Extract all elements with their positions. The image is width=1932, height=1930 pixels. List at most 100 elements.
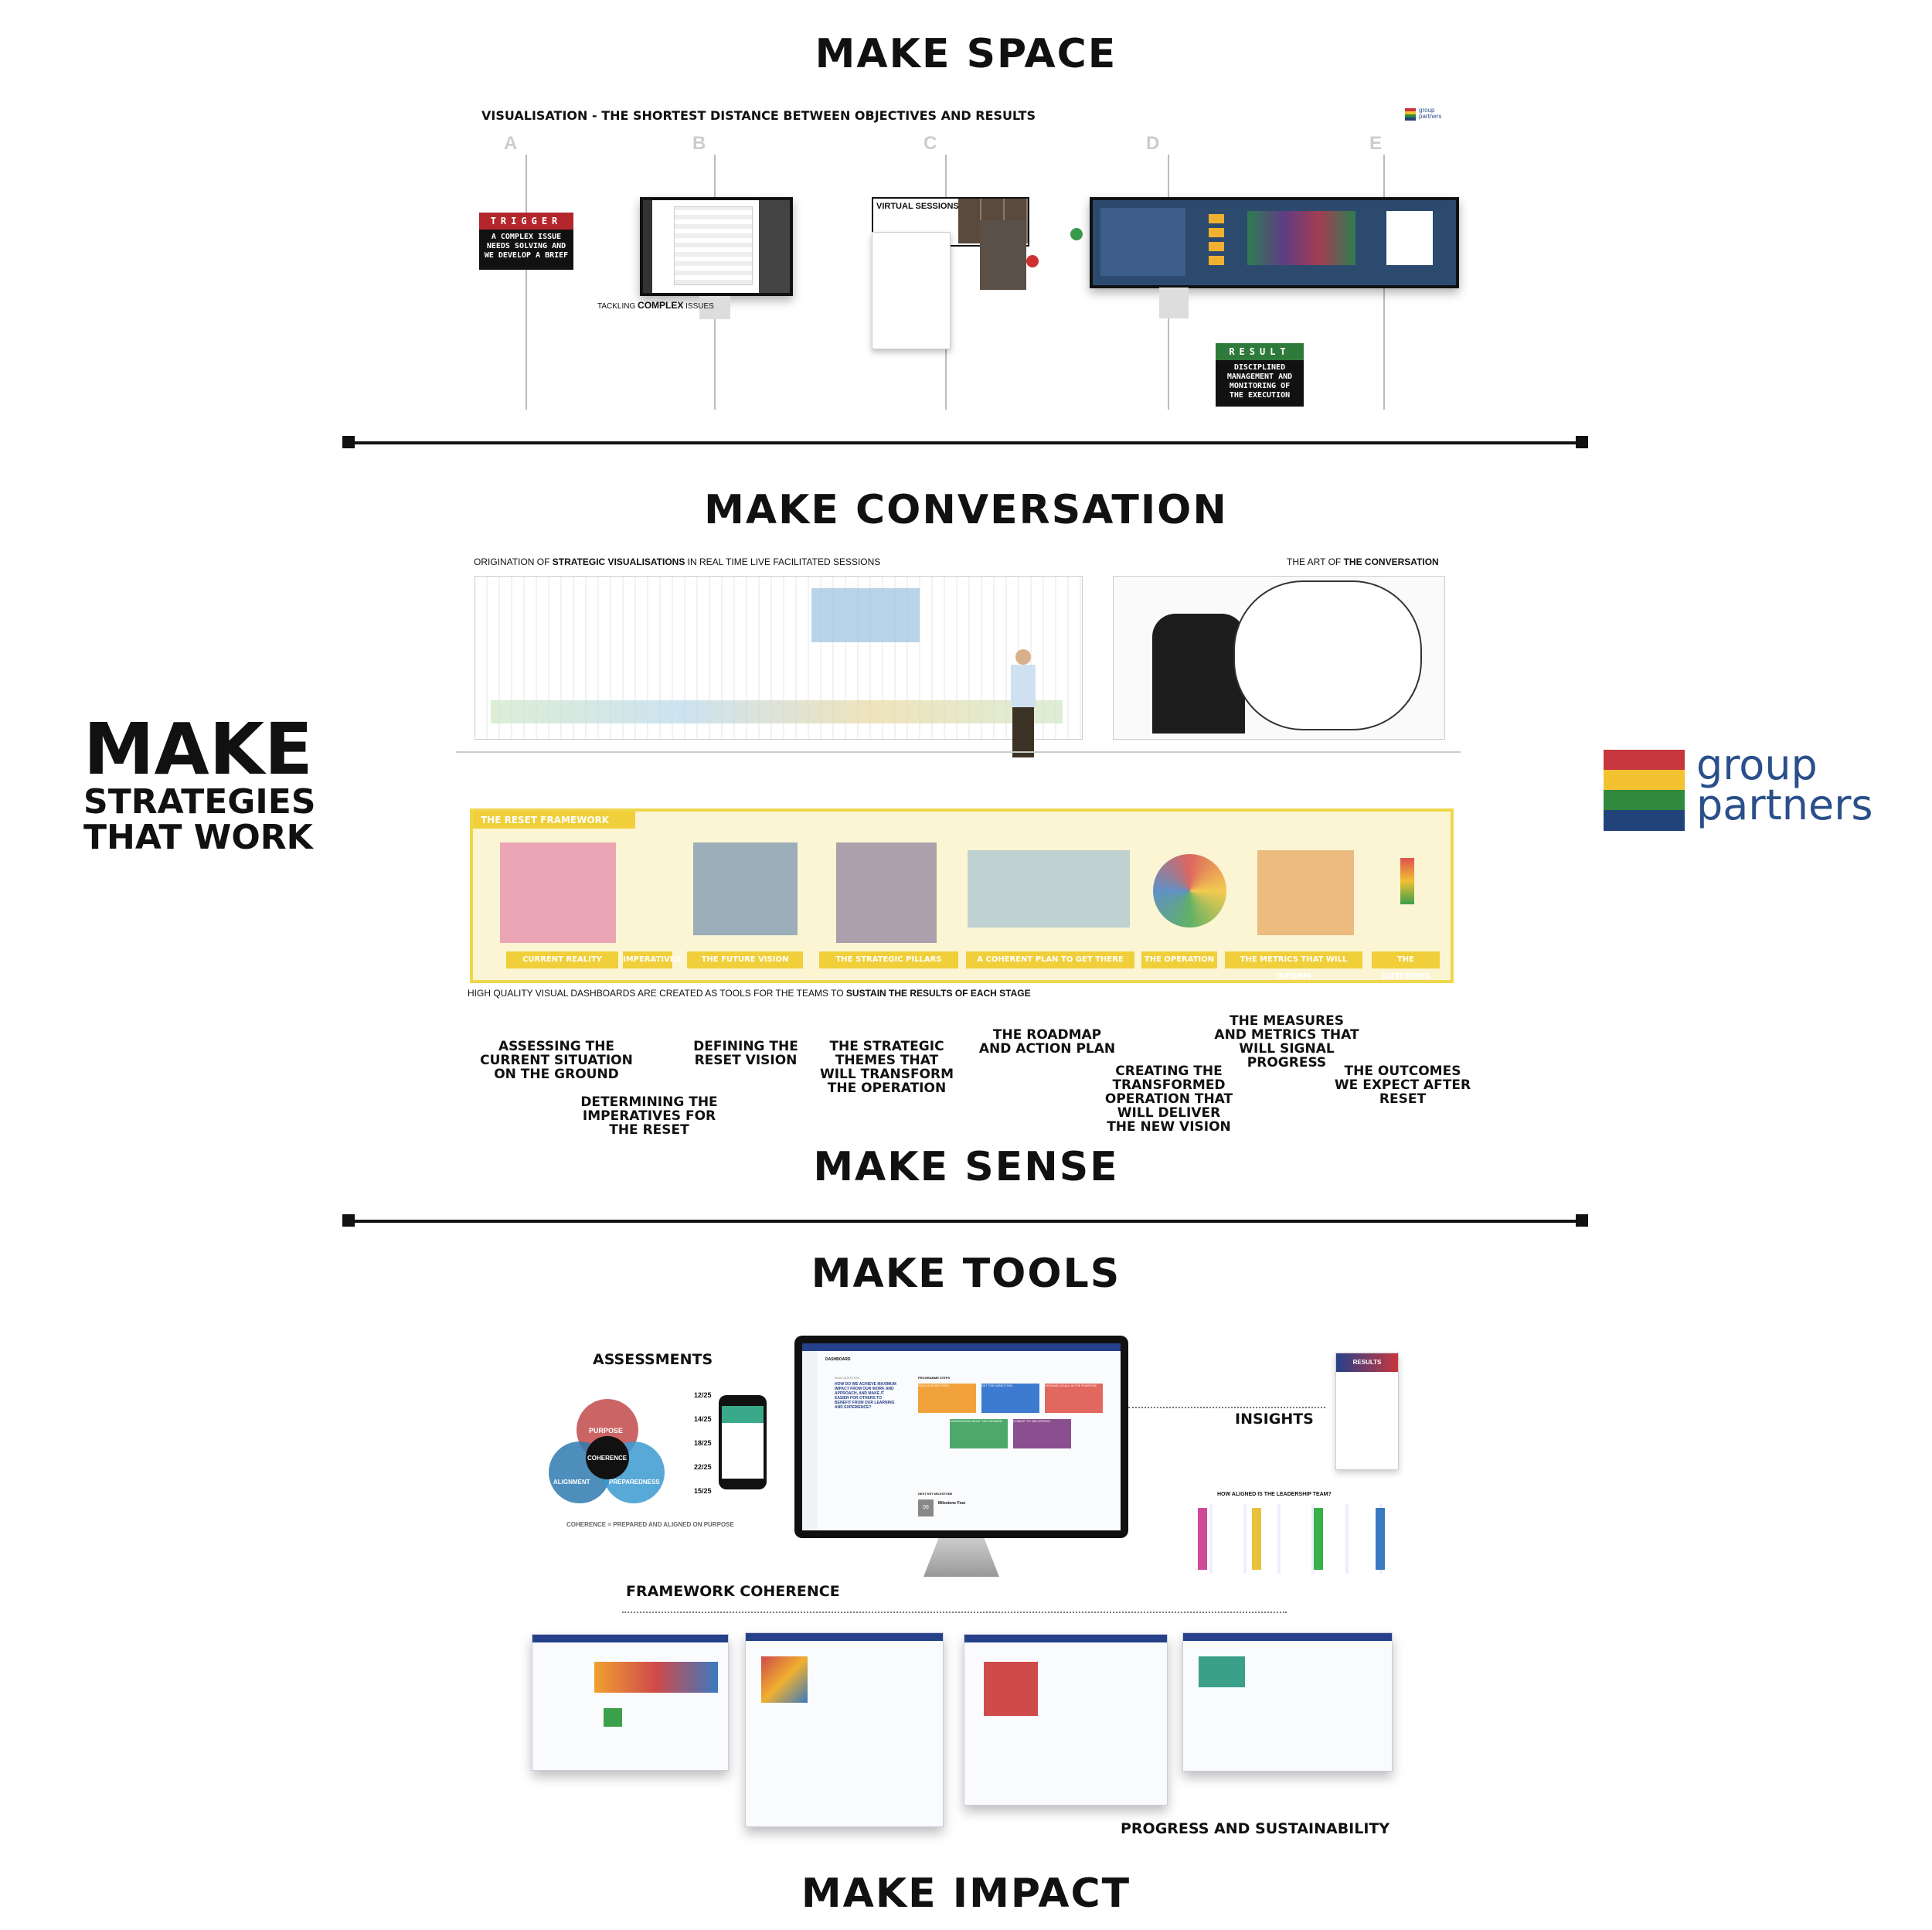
tackling-label: TACKLING COMPLEX ISSUES	[597, 300, 714, 311]
venn-coherence: COHERENCE	[587, 1455, 628, 1462]
dashboard-steps-label: PROGRAMME STEPS	[918, 1376, 951, 1380]
origination-caption: ORIGINATION OF STRATEGIC VISUALISATIONS …	[474, 557, 881, 567]
col-letter-d: D	[1146, 133, 1160, 154]
stage-strategic-pillars: THE STRATEGIC PILLARS	[819, 951, 958, 968]
sense-label-current-situation: ASSESSING THE CURRENT SITUATION ON THE G…	[480, 1039, 633, 1082]
reset-framework-title: THE RESET FRAMEWORK	[473, 812, 635, 829]
trigger-band: TRIGGER	[479, 213, 573, 230]
score-3: 18/25	[694, 1439, 712, 1447]
assessment-phone	[719, 1395, 767, 1489]
leadership-cards	[1179, 1504, 1403, 1574]
results-report-title: RESULTS	[1336, 1353, 1398, 1372]
venn-alignment: ALIGNMENT	[553, 1479, 590, 1486]
col-letter-e: E	[1369, 133, 1383, 154]
dashboard-question: HOW DO WE ACHIEVE MAXIMUM IMPACT FROM OU…	[835, 1382, 896, 1410]
results-report: RESULTS	[1335, 1353, 1399, 1470]
result-box: RESULT DISCIPLINED MANAGEMENT AND MONITO…	[1216, 343, 1304, 407]
art-caption: THE ART OF THE CONVERSATION	[1287, 557, 1439, 567]
trigger-box: TRIGGER A COMPLEX ISSUE NEEDS SOLVING AN…	[479, 213, 573, 270]
framework-coherence-label: FRAMEWORK COHERENCE	[626, 1583, 840, 1600]
sense-label-reset-vision: DEFINING THE RESET VISION	[693, 1039, 798, 1068]
coherence-connector	[622, 1612, 1287, 1613]
milestone-label: NEXT KEY MILESTONE	[918, 1492, 953, 1496]
venn-preparedness: PREPAREDNESS	[609, 1479, 660, 1486]
stage-operation: THE OPERATION	[1141, 951, 1217, 968]
divider-top	[342, 436, 1588, 448]
card-set-direction[interactable]: SET THE DIRECTION	[981, 1384, 1039, 1413]
card-reach-objectives[interactable]: REACH OBJECTIVES	[918, 1384, 976, 1413]
card-understand[interactable]: UNDERSTAND WHAT THE REWARD	[950, 1419, 1008, 1448]
logo-line1: group	[1696, 740, 1818, 789]
fail-icon	[1026, 255, 1039, 267]
score-4: 22/25	[694, 1463, 712, 1471]
connector-line	[456, 751, 1461, 753]
monitor-b-stand	[699, 296, 730, 319]
card-ground-purpose[interactable]: GROUND US ALL IN THE PURPOSE	[1045, 1384, 1103, 1413]
small-logo-line2: partners	[1419, 113, 1442, 120]
leadership-question: HOW ALIGNED IS THE LEADERSHIP TEAM?	[1217, 1492, 1332, 1497]
score-5: 15/25	[694, 1487, 712, 1495]
virtual-sessions-label: VIRTUAL SESSIONS	[876, 202, 959, 211]
stage-current-reality: CURRENT REALITY	[506, 951, 618, 968]
dashboards-caption: HIGH QUALITY VISUAL DASHBOARDS ARE CREAT…	[468, 988, 1031, 999]
monitor-b	[640, 197, 793, 296]
dashboard-title: DASHBOARD	[825, 1357, 851, 1362]
coherence-venn: PURPOSE COHERENCE ALIGNMENT PREPAREDNESS	[549, 1399, 665, 1515]
milestone-number: 06	[918, 1499, 934, 1516]
small-logo-line1: group	[1419, 107, 1435, 114]
stage-future-vision: THE FUTURE VISION	[687, 951, 803, 968]
group-partners-logo: group partners	[1604, 744, 1889, 831]
virtual-sessions-document	[872, 232, 951, 349]
col-letter-b: B	[692, 133, 706, 154]
insights-label: INSIGHTS	[1235, 1411, 1314, 1428]
ui-screen-3	[964, 1634, 1168, 1806]
monitor-d	[1090, 197, 1459, 288]
sense-label-imperatives: DETERMINING THE IMPERATIVES FOR THE RESE…	[580, 1094, 718, 1138]
sense-label-strategic-themes: THE STRATEGIC THEMES THAT WILL TRANSFORM…	[819, 1039, 954, 1096]
art-of-conversation-photo	[1113, 576, 1445, 740]
logo-line2: partners	[1696, 781, 1873, 829]
dashboard-monitor: DASHBOARD MAIN QUESTION HOW DO WE ACHIEV…	[794, 1336, 1128, 1538]
side-title: MAKE STRATEGIES THAT WORK	[83, 708, 331, 856]
heading-make-tools: MAKE TOOLS	[811, 1251, 1121, 1297]
heading-make-sense: MAKE SENSE	[813, 1144, 1119, 1190]
side-title-line1: STRATEGIES	[83, 782, 316, 822]
side-title-big: MAKE	[83, 708, 313, 791]
milestone-title: Milestone Four	[938, 1501, 966, 1506]
card-commit[interactable]: COMMIT TO DELIVERING	[1013, 1419, 1071, 1448]
heading-make-space: MAKE SPACE	[815, 31, 1117, 77]
sense-label-roadmap: THE ROADMAP AND ACTION PLAN	[978, 1027, 1116, 1057]
success-icon	[1070, 228, 1083, 240]
dashboard-question-label: MAIN QUESTION	[835, 1376, 860, 1380]
sense-label-measures: THE MEASURES AND METRICS THAT WILL SIGNA…	[1214, 1013, 1359, 1071]
presenter-figure	[1005, 649, 1042, 761]
progress-label: PROGRESS AND SUSTAINABILITY	[1121, 1820, 1390, 1837]
result-band: RESULT	[1216, 343, 1304, 360]
divider-bottom	[342, 1214, 1588, 1227]
trigger-text: A COMPLEX ISSUE NEEDS SOLVING AND WE DEV…	[484, 233, 569, 260]
score-1: 12/25	[694, 1391, 712, 1399]
score-2: 14/25	[694, 1415, 712, 1423]
session-video-grid	[980, 220, 1026, 290]
stage-outcomes: THE OUTCOMES	[1372, 951, 1440, 981]
monitor-stand	[923, 1538, 999, 1577]
logo-mark	[1604, 750, 1685, 831]
venn-caption: COHERENCE = PREPARED AND ALIGNED ON PURP…	[566, 1521, 734, 1528]
sense-label-outcomes: THE OUTCOMES WE EXPECT AFTER RESET	[1334, 1064, 1471, 1107]
assessments-label: ASSESSMENTS	[593, 1351, 713, 1368]
monitor-d-stand	[1159, 288, 1189, 318]
venn-purpose: PURPOSE	[589, 1427, 624, 1435]
ui-screen-2	[745, 1632, 944, 1827]
stage-imperatives: IMPERATIVES	[623, 951, 681, 968]
heading-make-conversation: MAKE CONVERSATION	[704, 487, 1228, 533]
column-line-a	[526, 155, 527, 410]
heading-make-impact: MAKE IMPACT	[801, 1870, 1131, 1917]
space-caption: VISUALISATION - THE SHORTEST DISTANCE BE…	[481, 108, 1036, 123]
col-letter-c: C	[923, 133, 937, 154]
stage-metrics: THE METRICS THAT WILL INFORM	[1225, 951, 1362, 981]
result-text: DISCIPLINED MANAGEMENT AND MONITORING OF…	[1226, 363, 1293, 400]
sense-label-transformed-operation: CREATING THE TRANSFORMED OPERATION THAT …	[1104, 1064, 1233, 1135]
ui-screen-4	[1182, 1632, 1393, 1772]
logo-text: group partners	[1696, 740, 1873, 829]
